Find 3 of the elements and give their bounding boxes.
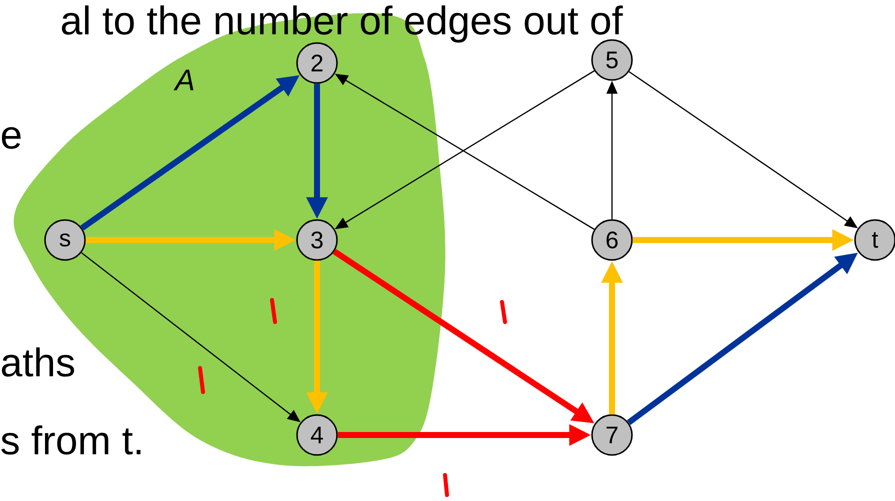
slide-text: e bbox=[2, 127, 21, 149]
slide-text: aths bbox=[2, 347, 74, 377]
slide-text: s from t. bbox=[1, 425, 140, 455]
